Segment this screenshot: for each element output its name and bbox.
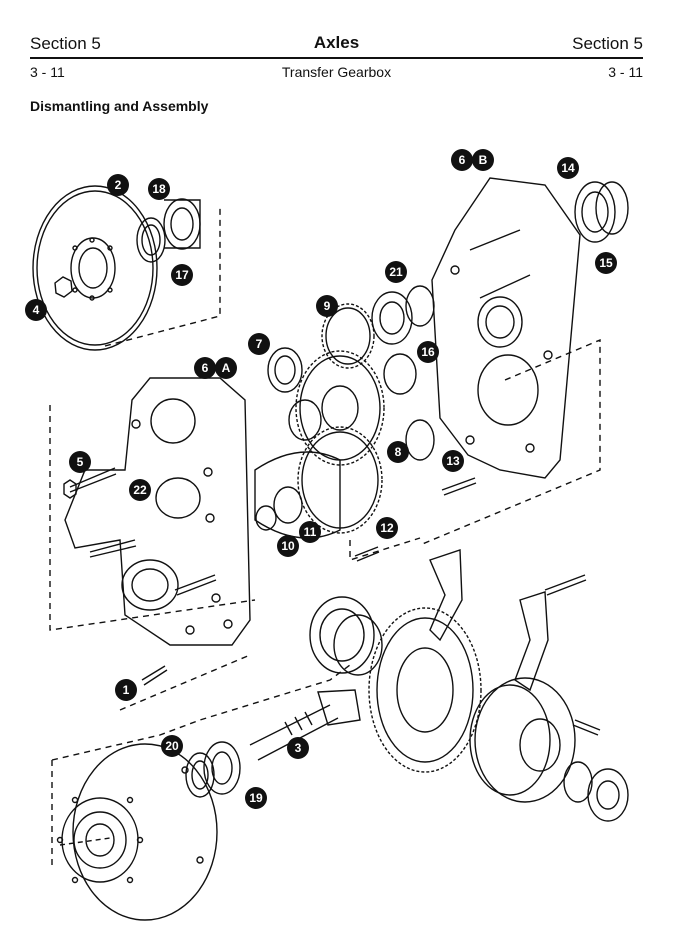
svg-text:21: 21: [389, 265, 403, 279]
callout-11: 11: [299, 521, 321, 543]
callout-14: 14: [557, 157, 579, 179]
header-chapter-title: Axles: [313, 33, 360, 52]
svg-text:14: 14: [561, 161, 575, 175]
svg-text:18: 18: [152, 182, 166, 196]
callout-7: 7: [248, 333, 270, 355]
page-number-right: 3 - 11: [608, 64, 643, 80]
ring-gear: [368, 607, 482, 773]
svg-text:6: 6: [202, 361, 209, 375]
svg-text:16: 16: [421, 345, 435, 359]
svg-text:10: 10: [281, 539, 295, 553]
svg-text:5: 5: [77, 455, 84, 469]
housing-half-b: [431, 177, 581, 479]
callout-4: 4: [25, 299, 47, 321]
svg-text:11: 11: [304, 525, 317, 539]
svg-text:9: 9: [324, 299, 331, 313]
callout-22: 22: [129, 479, 151, 501]
callout-3: 3: [287, 737, 309, 759]
callout-13: 13: [442, 450, 464, 472]
callout-6a: 6: [194, 357, 216, 379]
svg-text:3: 3: [295, 741, 302, 755]
differential-carrier: [469, 677, 629, 822]
svg-text:12: 12: [380, 521, 394, 535]
callout-20: 20: [161, 735, 183, 757]
svg-text:19: 19: [249, 791, 263, 805]
svg-text:4: 4: [33, 303, 40, 317]
callout-17: 17: [171, 264, 193, 286]
svg-text:22: 22: [133, 483, 147, 497]
svg-text:B: B: [479, 153, 488, 167]
header-section-right: Section 5: [572, 34, 643, 53]
end-cover-disc: [32, 185, 158, 351]
svg-text:1: 1: [123, 683, 130, 697]
svg-text:2: 2: [115, 178, 122, 192]
callout-6b-letter: B: [472, 149, 494, 171]
pinion-shaft: [249, 689, 361, 761]
callout-18: 18: [148, 178, 170, 200]
svg-text:8: 8: [395, 445, 402, 459]
svg-text:13: 13: [446, 454, 460, 468]
header-section-left: Section 5: [30, 34, 101, 53]
svg-text:6: 6: [459, 153, 466, 167]
callout-5: 5: [69, 451, 91, 473]
callout-12: 12: [376, 517, 398, 539]
output-flange: [56, 743, 218, 921]
svg-text:17: 17: [175, 268, 189, 282]
header-rule: [30, 57, 643, 59]
callout-8: 8: [387, 441, 409, 463]
callout-6a-letter: A: [215, 357, 237, 379]
callout-15: 15: [595, 252, 617, 274]
housing-half-a: [64, 377, 251, 646]
callout-16: 16: [417, 341, 439, 363]
callout-1: 1: [115, 679, 137, 701]
callout-2: 2: [107, 174, 129, 196]
svg-text:15: 15: [599, 256, 613, 270]
page-subheader: 3 - 11 Transfer Gearbox 3 - 11: [30, 62, 643, 82]
callout-10: 10: [277, 535, 299, 557]
svg-text:7: 7: [256, 337, 263, 351]
gear-cluster: [254, 303, 435, 539]
svg-text:20: 20: [165, 739, 179, 753]
seal-17-18: [136, 198, 201, 263]
callout-21: 21: [385, 261, 407, 283]
svg-text:A: A: [222, 361, 231, 375]
page-header: Section 5 Axles Section 5: [30, 30, 643, 56]
callout-9: 9: [316, 295, 338, 317]
page-number-left: 3 - 11: [30, 64, 65, 80]
callout-19: 19: [245, 787, 267, 809]
subheader-topic: Transfer Gearbox: [281, 64, 392, 80]
section-title: Dismantling and Assembly: [30, 98, 209, 114]
callout-6b: 6: [451, 149, 473, 171]
